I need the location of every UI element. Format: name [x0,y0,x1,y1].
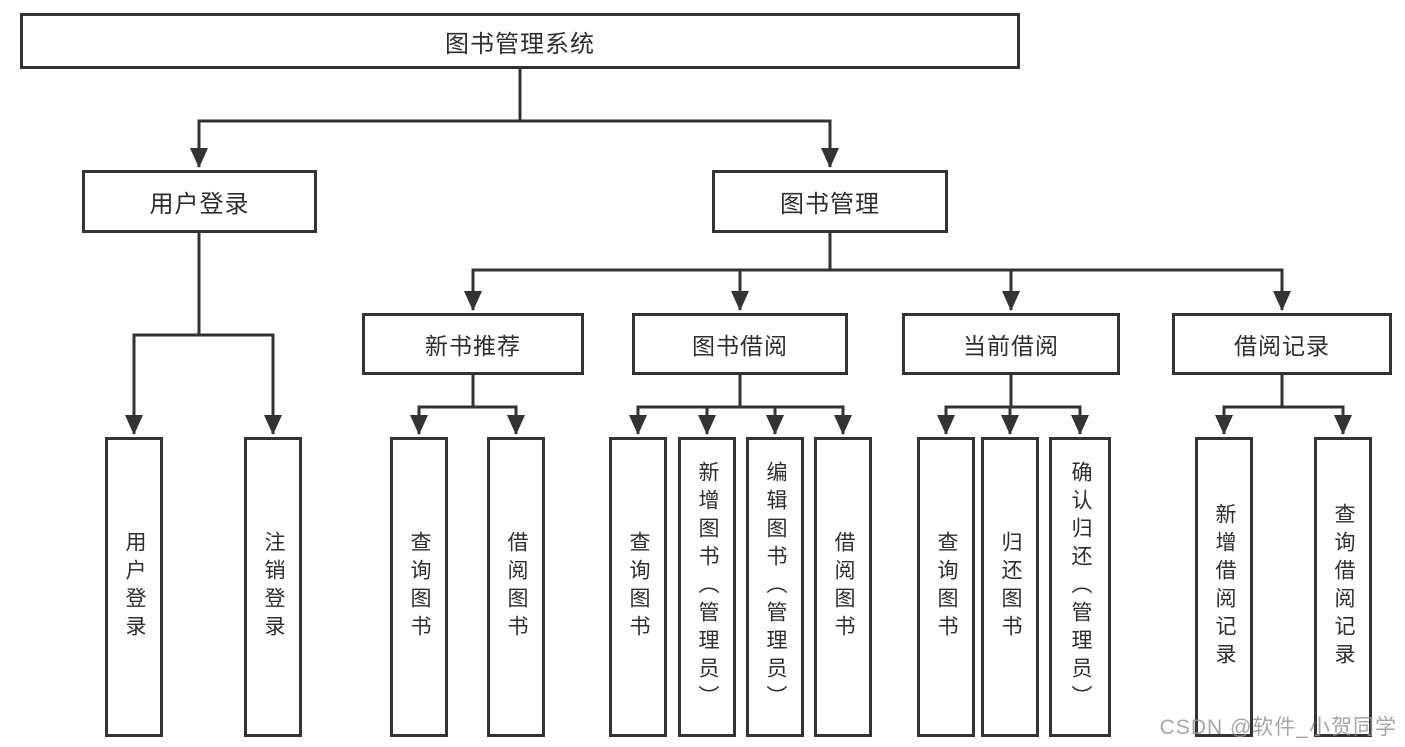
node-label: 图书管理 [780,191,880,218]
node-leaf-query-books-2: 查询图书 [609,437,667,737]
node-leaf-query-borrow-record: 查询借阅记录 [1314,437,1372,737]
node-leaf-query-books-1: 查询图书 [390,437,448,737]
node-label: 查询图书 [627,531,650,643]
node-leaf-logout: 注销登录 [244,437,302,737]
node-label: 确认归还（管理员） [1069,461,1092,713]
node-label: 借阅图书 [832,531,855,643]
node-label: 图书借阅 [692,333,788,359]
node-leaf-borrow-books-1: 借阅图书 [487,437,545,737]
node-label: 用户登录 [123,531,146,643]
node-leaf-query-books-3: 查询图书 [917,437,975,737]
node-label: 当前借阅 [963,333,1059,359]
node-root-library-system: 图书管理系统 [20,13,1020,69]
node-leaf-confirm-return-admin: 确认归还（管理员） [1049,437,1111,737]
node-label: 借阅记录 [1234,333,1330,359]
node-new-book-recommend: 新书推荐 [362,313,584,375]
node-label: 新增借阅记录 [1213,503,1236,671]
node-user-login: 用户登录 [82,170,317,233]
node-label: 查询图书 [935,531,958,643]
csdn-watermark: CSDN @软件_小贺同学 [1159,716,1397,739]
node-borrow-records: 借阅记录 [1172,313,1392,375]
node-leaf-add-books-admin: 新增图书（管理员） [678,437,736,737]
node-label: 用户登录 [149,191,250,218]
node-label: 查询借阅记录 [1332,503,1355,671]
node-label: 借阅图书 [505,531,528,643]
node-label: 编辑图书（管理员） [764,461,787,713]
node-book-borrow: 图书借阅 [632,313,848,375]
node-current-borrow: 当前借阅 [902,313,1120,375]
node-leaf-add-borrow-record: 新增借阅记录 [1195,437,1253,737]
node-leaf-borrow-books-2: 借阅图书 [814,437,872,737]
node-leaf-user-login: 用户登录 [105,437,163,737]
node-label: 归还图书 [999,531,1022,643]
node-book-management: 图书管理 [712,170,948,233]
node-label: 注销登录 [262,531,285,643]
node-leaf-return-books: 归还图书 [981,437,1039,737]
node-label: 图书管理系统 [445,30,595,58]
node-label: 新书推荐 [425,333,521,359]
node-label: 查询图书 [408,531,431,643]
node-label: 新增图书（管理员） [696,461,719,713]
node-leaf-edit-books-admin: 编辑图书（管理员） [746,437,804,737]
